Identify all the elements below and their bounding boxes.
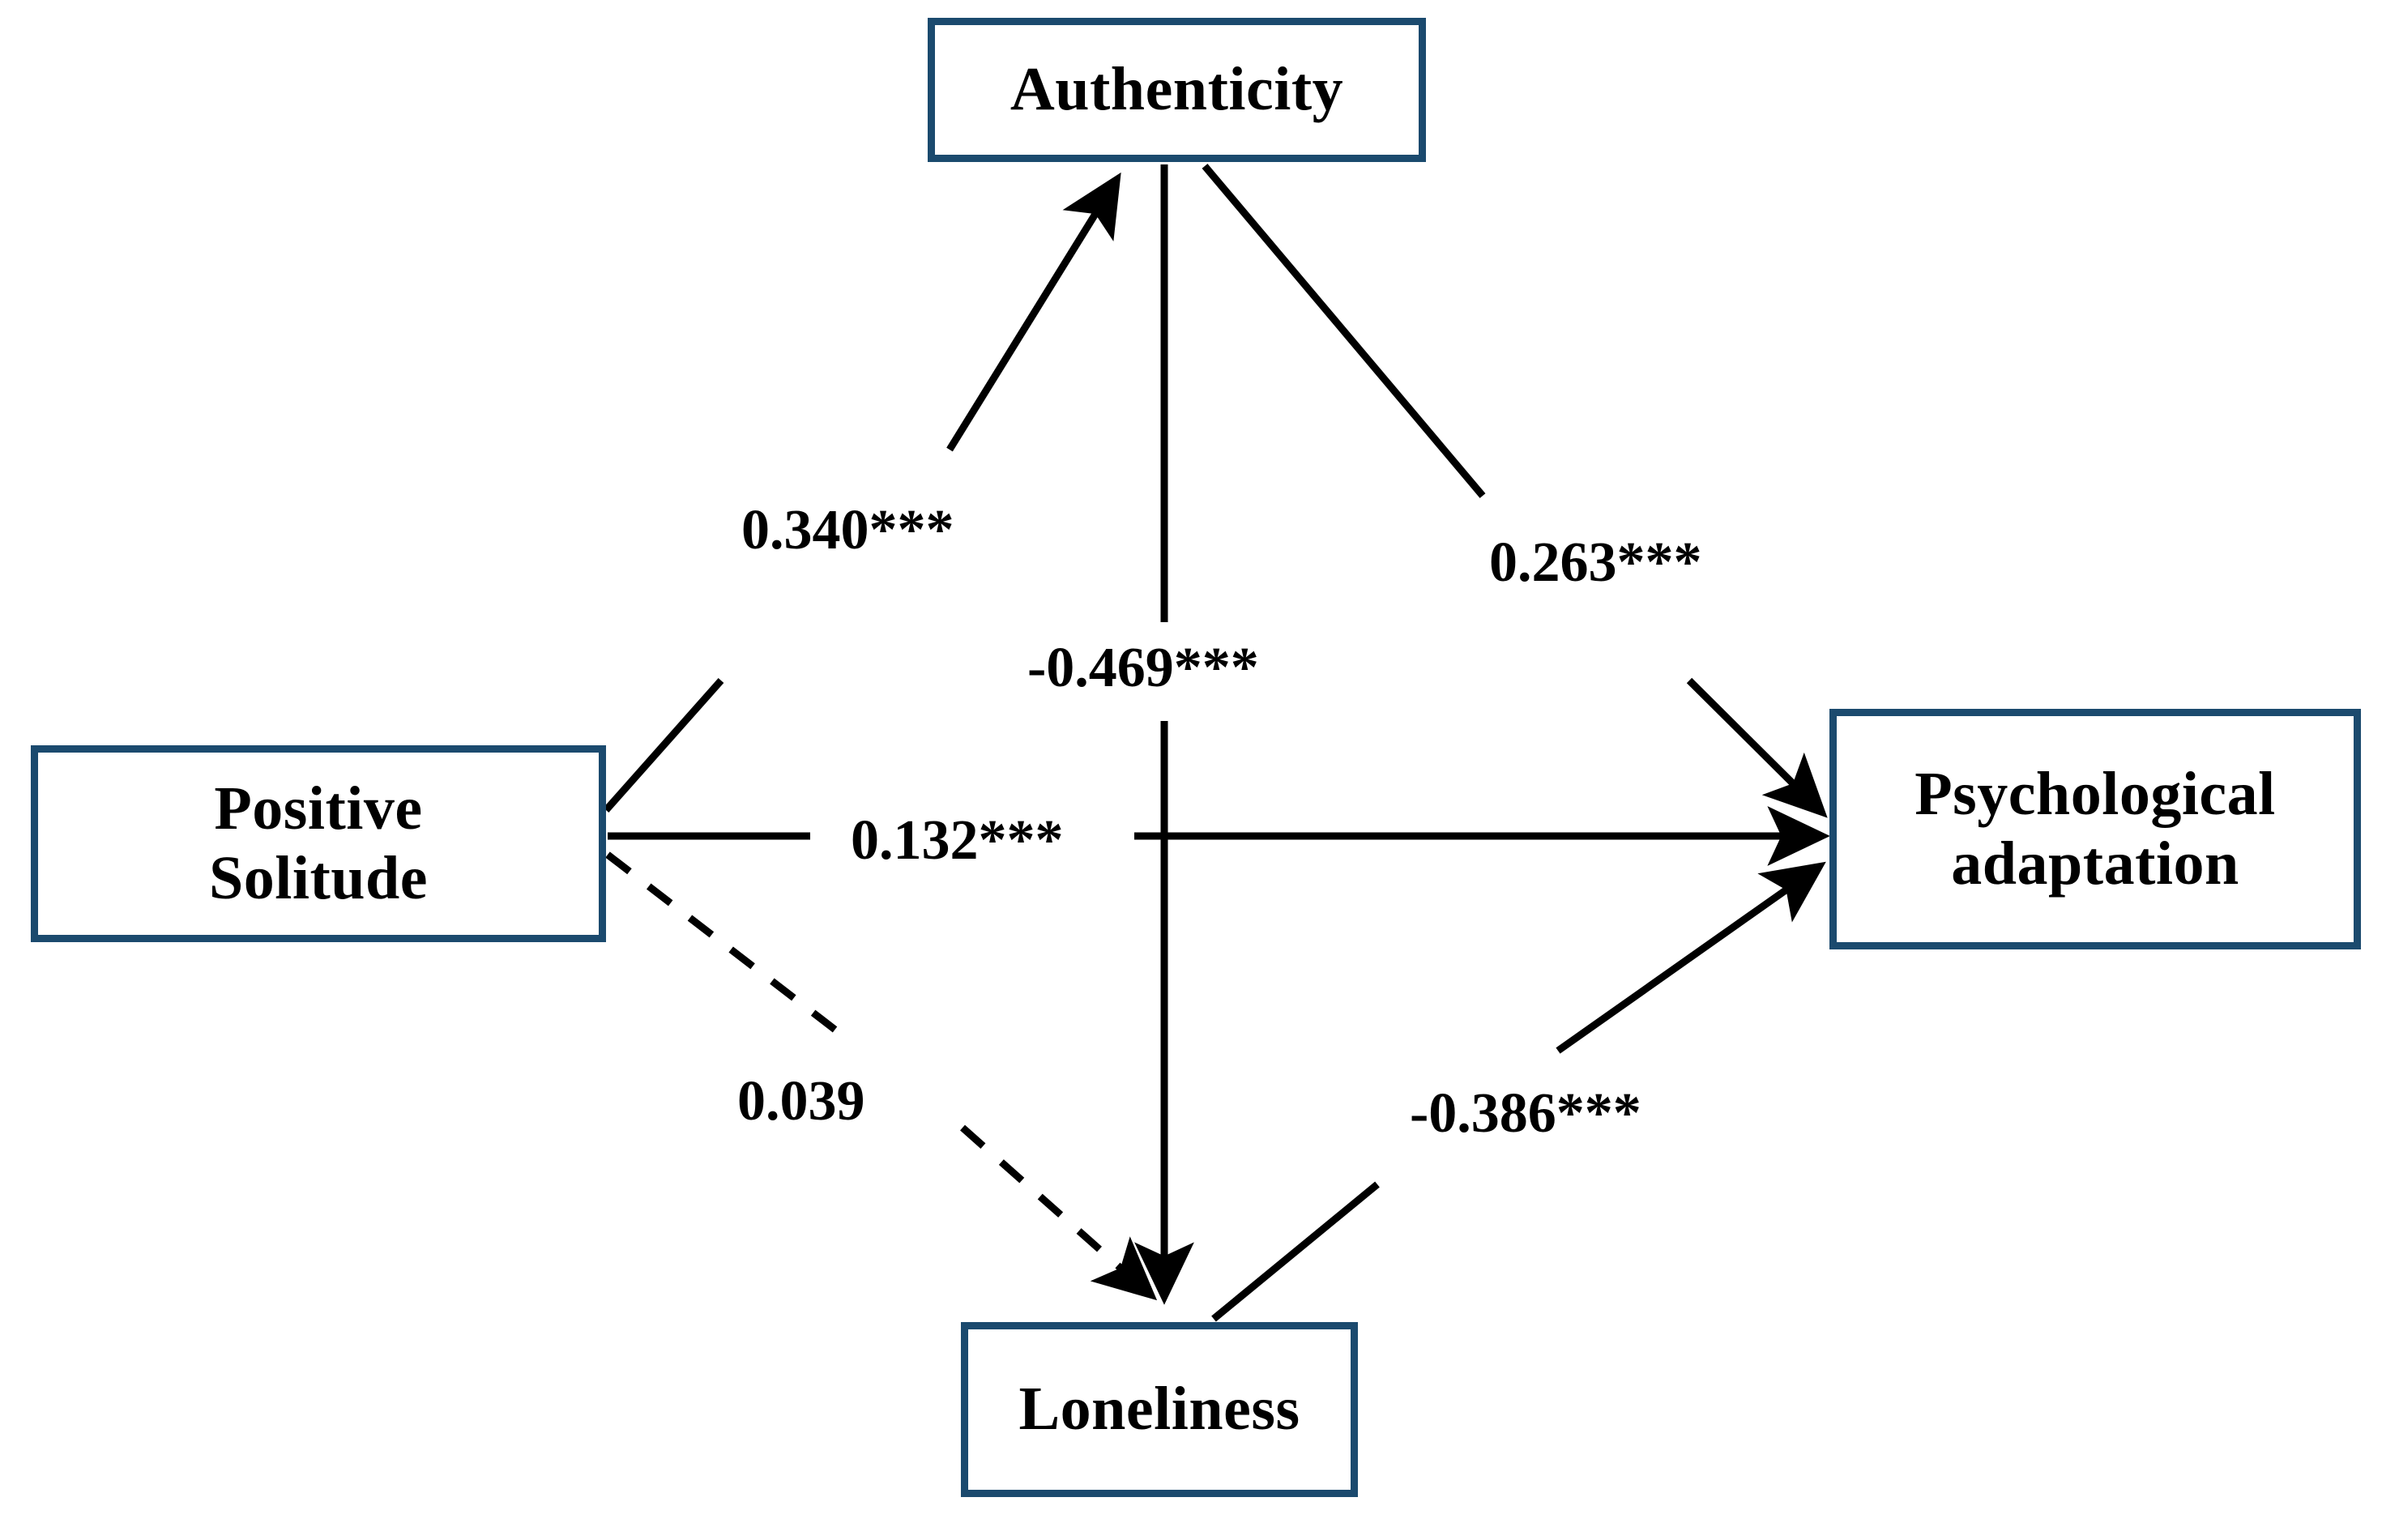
- edge-ps-to-authenticity: [603, 172, 1121, 813]
- node-psychological-adaptation-label: Psychological adaptation: [1915, 760, 2276, 898]
- edge-label-ps-to-psych-adaptation: 0.132***: [851, 809, 1064, 872]
- edge-authenticity-to-psych-adaptation: [1202, 164, 1828, 818]
- node-psychological-adaptation[interactable]: Psychological adaptation: [1829, 709, 2361, 949]
- node-positive-solitude[interactable]: Positive Solitude: [31, 745, 606, 942]
- node-positive-solitude-label: Positive Solitude: [208, 774, 429, 912]
- node-authenticity[interactable]: Authenticity: [928, 18, 1426, 162]
- edge-label-authenticity-to-psych-adaptation: 0.263***: [1489, 531, 1702, 594]
- node-authenticity-label: Authenticity: [1010, 55, 1344, 124]
- edge-label-authenticity-to-loneliness: -0.469***: [1027, 637, 1259, 699]
- edge-ps-to-loneliness: [605, 851, 1158, 1301]
- edge-loneliness-to-psych-adaptation: [1211, 861, 1826, 1322]
- node-loneliness-label: Loneliness: [1018, 1375, 1300, 1444]
- edge-label-ps-to-authenticity: 0.340***: [741, 499, 954, 561]
- edge-label-ps-to-loneliness: 0.039: [737, 1070, 865, 1133]
- node-loneliness[interactable]: Loneliness: [961, 1322, 1358, 1497]
- edge-label-loneliness-to-psych-adaptation: -0.386***: [1410, 1082, 1641, 1145]
